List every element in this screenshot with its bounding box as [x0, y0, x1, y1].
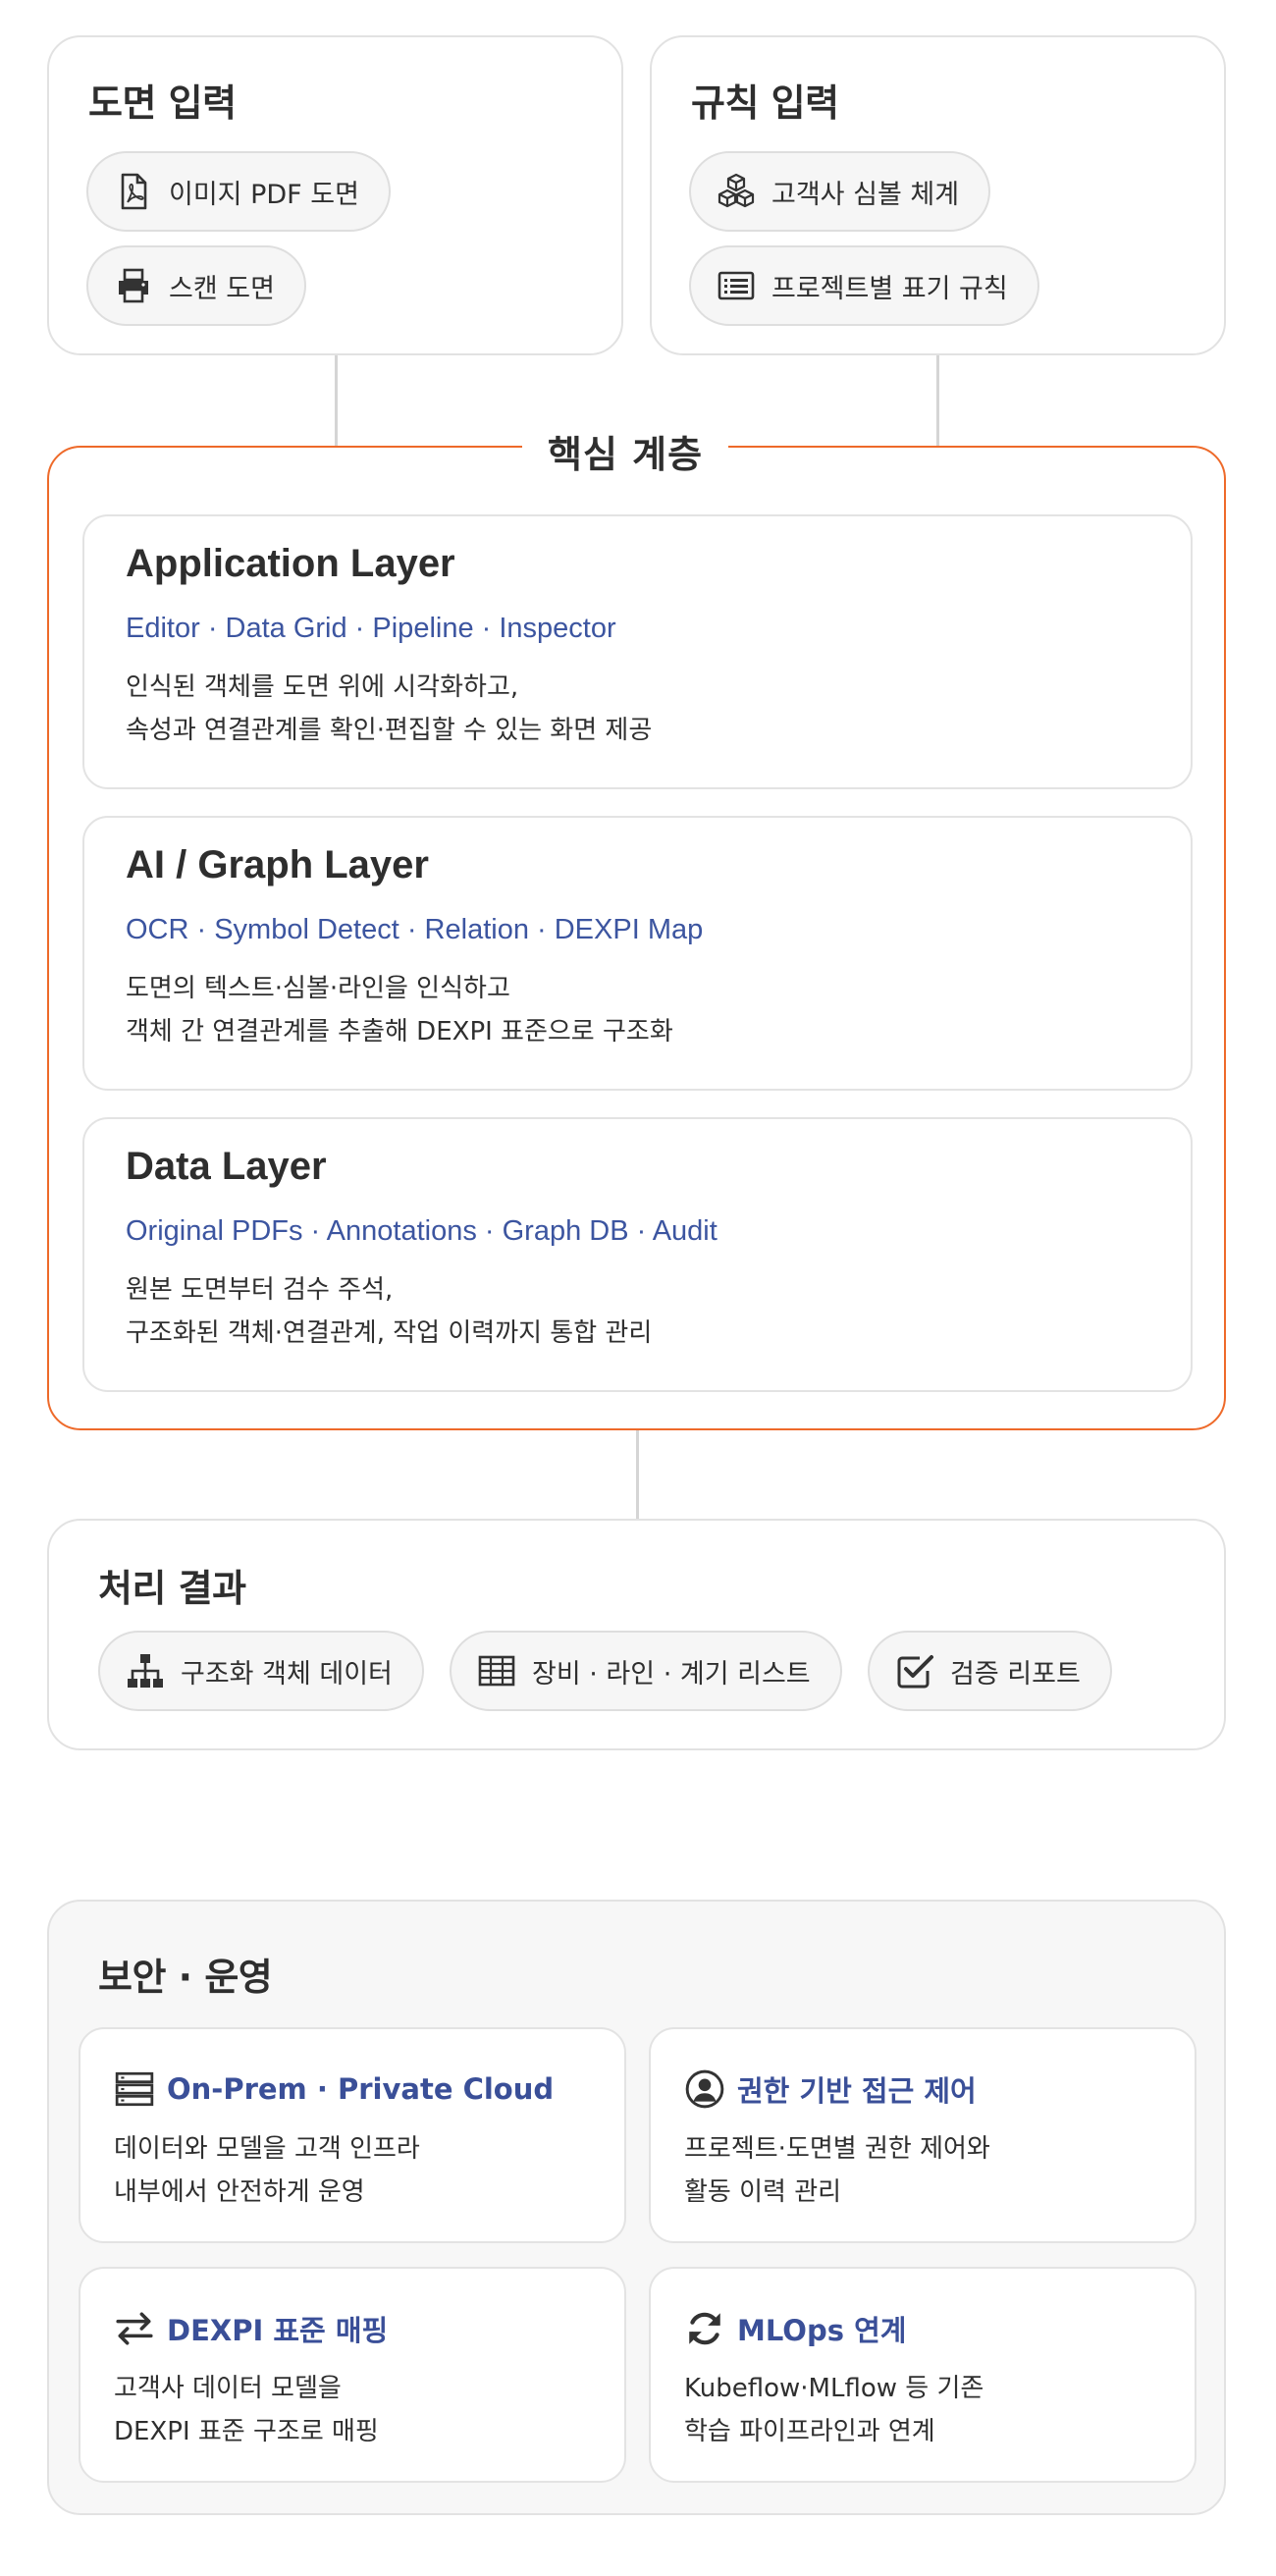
- data-layer-desc-line: 구조화된 객체·연결관계, 작업 이력까지 통합 관리: [126, 1318, 653, 1348]
- pdf-drawing-chip: 이미지 PDF 도면: [86, 151, 391, 232]
- application-layer-name: Application Layer: [126, 542, 455, 585]
- symbol-system-chip: 고객사 심볼 체계: [689, 151, 991, 232]
- access-control-title: 권한 기반 접근 제어: [737, 2074, 977, 2108]
- ai-graph-layer-desc-line: 객체 간 연결관계를 추출해 DEXPI 표준으로 구조화: [126, 1017, 673, 1046]
- results-title: 처리 결과: [98, 1567, 246, 1610]
- cubes-icon: [715, 170, 758, 213]
- access-control-desc-line: 활동 이력 관리: [684, 2177, 842, 2207]
- on-prem-title: On-Prem · Private Cloud: [167, 2072, 555, 2106]
- application-layer-desc-line: 속성과 연결관계를 확인·편집할 수 있는 화면 제공: [126, 716, 653, 745]
- core-layers-group: 핵심 계층 Application Layer Editor · Data Gr…: [47, 424, 1226, 1430]
- equipment-list-chip: 장비 · 라인 · 계기 리스트: [450, 1631, 842, 1711]
- table-icon: [475, 1649, 518, 1692]
- connector-drawing-to-core: [335, 355, 338, 446]
- data-layer-card: Data Layer Original PDFs · Annotations ·…: [82, 1117, 1193, 1392]
- drawing-input-title: 도면 입력: [88, 81, 237, 125]
- data-layer-desc: 원본 도면부터 검수 주석, 구조화된 객체·연결관계, 작업 이력까지 통합 …: [126, 1268, 652, 1355]
- connector-rules-to-core: [936, 355, 939, 446]
- access-control-desc: 프로젝트·도면별 권한 제어와 활동 이력 관리: [684, 2127, 990, 2214]
- access-control-desc-line: 프로젝트·도면별 권한 제어와: [684, 2134, 990, 2164]
- application-layer-desc-line: 인식된 객체를 도면 위에 시각화하고,: [126, 672, 519, 702]
- on-prem-desc-line: 내부에서 안전하게 운영: [114, 2177, 365, 2207]
- dexpi-mapping-card: DEXPI 표준 매핑 고객사 데이터 모델을 DEXPI 표준 구조로 매핑: [79, 2267, 626, 2483]
- dexpi-mapping-desc-line: 고객사 데이터 모델을: [114, 2374, 342, 2403]
- pdf-drawing-label: 이미지 PDF 도면: [169, 179, 359, 210]
- data-layer-desc-line: 원본 도면부터 검수 주석,: [126, 1275, 394, 1305]
- notation-rules-label: 프로젝트별 표기 규칙: [771, 273, 1008, 304]
- access-control-card: 권한 기반 접근 제어 프로젝트·도면별 권한 제어와 활동 이력 관리: [649, 2027, 1196, 2243]
- rules-input-card: 규칙 입력 고객사 심볼 체계 프로젝트별 표기 규칙: [650, 35, 1226, 355]
- printer-icon: [112, 264, 155, 307]
- ai-graph-layer-desc: 도면의 텍스트·심볼·라인을 인식하고 객체 간 연결관계를 추출해 DEXPI…: [126, 967, 673, 1053]
- pdf-file-icon: [112, 170, 155, 213]
- validation-report-chip: 검증 리포트: [868, 1631, 1112, 1711]
- user-circle-icon: [682, 2066, 727, 2112]
- on-prem-desc-line: 데이터와 모델을 고객 인프라: [114, 2134, 420, 2164]
- ai-graph-layer-card: AI / Graph Layer OCR · Symbol Detect · R…: [82, 816, 1193, 1091]
- application-layer-card: Application Layer Editor · Data Grid · P…: [82, 514, 1193, 789]
- on-prem-desc: 데이터와 모델을 고객 인프라 내부에서 안전하게 운영: [114, 2127, 420, 2214]
- results-card: 처리 결과 구조화 객체 데이터 장비 · 라인 · 계기 리스트 검증 리포트: [47, 1519, 1226, 1750]
- dexpi-mapping-desc: 고객사 데이터 모델을 DEXPI 표준 구조로 매핑: [114, 2367, 379, 2453]
- access-control-header: 권한 기반 접근 제어: [682, 2066, 977, 2112]
- core-layers-title: 핵심 계층: [522, 424, 729, 478]
- equipment-list-label: 장비 · 라인 · 계기 리스트: [532, 1658, 811, 1690]
- mlops-desc: Kubeflow·MLflow 등 기존 학습 파이프라인과 연계: [684, 2367, 984, 2453]
- connector-core-to-results: [636, 1430, 639, 1519]
- dexpi-mapping-title: DEXPI 표준 매핑: [167, 2314, 389, 2347]
- security-ops-title: 보안 · 운영: [98, 1956, 273, 1999]
- mlops-desc-line: Kubeflow·MLflow 등 기존: [684, 2374, 984, 2403]
- mlops-desc-line: 학습 파이프라인과 연계: [684, 2417, 935, 2446]
- application-layer-desc: 인식된 객체를 도면 위에 시각화하고, 속성과 연결관계를 확인·편집할 수 …: [126, 666, 652, 752]
- validation-report-label: 검증 리포트: [950, 1658, 1081, 1690]
- notation-rules-chip: 프로젝트별 표기 규칙: [689, 245, 1039, 326]
- ai-graph-layer-desc-line: 도면의 텍스트·심볼·라인을 인식하고: [126, 974, 510, 1003]
- dexpi-mapping-desc-line: DEXPI 표준 구조로 매핑: [114, 2417, 379, 2446]
- data-layer-tech: Original PDFs · Annotations · Graph DB ·…: [126, 1215, 718, 1247]
- symbol-system-label: 고객사 심볼 체계: [771, 179, 960, 210]
- rules-input-title: 규칙 입력: [691, 81, 839, 125]
- structured-data-label: 구조화 객체 데이터: [181, 1658, 393, 1690]
- mlops-card: MLOps 연계 Kubeflow·MLflow 등 기존 학습 파이프라인과 …: [649, 2267, 1196, 2483]
- scan-drawing-chip: 스캔 도면: [86, 245, 306, 326]
- ai-graph-layer-name: AI / Graph Layer: [126, 843, 429, 886]
- mlops-header: MLOps 연계: [682, 2306, 906, 2351]
- structured-data-chip: 구조화 객체 데이터: [98, 1631, 424, 1711]
- mlops-title: MLOps 연계: [737, 2314, 907, 2347]
- exchange-arrows-icon: [112, 2306, 157, 2351]
- drawing-input-card: 도면 입력 이미지 PDF 도면 스캔 도면: [47, 35, 623, 355]
- server-icon: [112, 2066, 157, 2112]
- sync-icon: [682, 2306, 727, 2351]
- application-layer-tech: Editor · Data Grid · Pipeline · Inspecto…: [126, 613, 616, 644]
- dexpi-mapping-header: DEXPI 표준 매핑: [112, 2306, 388, 2351]
- security-ops-section: 보안 · 운영 On-Prem · Private Cloud 데이터와 모델을…: [47, 1900, 1226, 2515]
- data-layer-name: Data Layer: [126, 1145, 327, 1188]
- checkbox-icon: [893, 1649, 936, 1692]
- scan-drawing-label: 스캔 도면: [169, 273, 275, 304]
- list-box-icon: [715, 264, 758, 307]
- on-prem-card: On-Prem · Private Cloud 데이터와 모델을 고객 인프라 …: [79, 2027, 626, 2243]
- hierarchy-icon: [124, 1649, 167, 1692]
- on-prem-header: On-Prem · Private Cloud: [112, 2066, 554, 2112]
- ai-graph-layer-tech: OCR · Symbol Detect · Relation · DEXPI M…: [126, 914, 704, 945]
